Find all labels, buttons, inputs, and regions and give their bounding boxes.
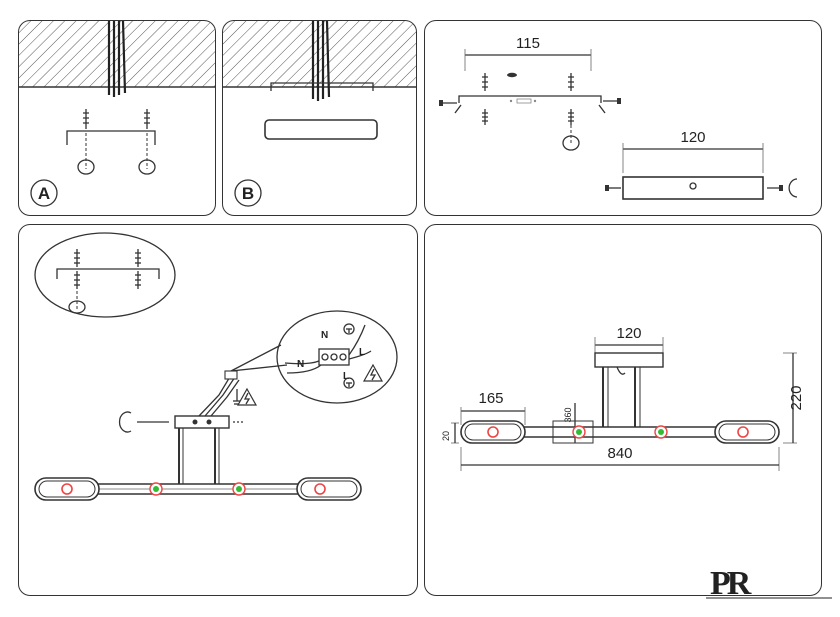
dim-ring-height-label: 20 bbox=[441, 431, 451, 441]
suspension-rods bbox=[602, 367, 641, 431]
ceiling-wires bbox=[198, 374, 240, 417]
panel-b-drawing: B bbox=[223, 21, 416, 207]
bubble-bracket bbox=[56, 249, 160, 314]
power-cables bbox=[311, 21, 331, 101]
wire-label-l1: L bbox=[359, 347, 365, 358]
logo-text: PR bbox=[710, 565, 752, 602]
ring-light-left bbox=[460, 420, 526, 444]
detail-bubble-screws bbox=[34, 232, 176, 318]
ceiling-canopy-outline bbox=[264, 119, 378, 140]
badge-b-label: B bbox=[242, 184, 254, 203]
joint-green-center bbox=[572, 425, 586, 439]
screw-icon-right bbox=[568, 73, 574, 91]
canopy-screw-left bbox=[605, 185, 621, 191]
horizontal-bar bbox=[88, 483, 320, 495]
warning-icon bbox=[362, 363, 384, 382]
panel-e-drawing: 120 220 360 165 20 bbox=[441, 325, 805, 471]
ring-light-left bbox=[34, 477, 100, 501]
suspension-rods bbox=[178, 428, 220, 489]
mounting-plate bbox=[174, 415, 230, 429]
dim-rod-label: 360 bbox=[563, 407, 573, 422]
ground-symbol-icon bbox=[343, 323, 355, 335]
panel-c-bracket-dimensions: 115 120 bbox=[424, 20, 822, 216]
panel-d-drawing: N L N L bbox=[34, 232, 398, 501]
center-joint bbox=[552, 420, 594, 444]
rotate-arrow-icon bbox=[68, 300, 86, 314]
wires bbox=[284, 324, 372, 374]
wire-label-l2: L bbox=[343, 371, 349, 382]
dimension-line-165: 165 bbox=[460, 390, 526, 425]
warning-icon bbox=[236, 387, 258, 406]
wire-label-n1: N bbox=[321, 330, 328, 341]
dim-120-label: 120 bbox=[680, 129, 705, 146]
panel-e-dimensions: 120 220 360 165 20 bbox=[424, 224, 822, 596]
dimension-line-120: 120 bbox=[622, 129, 764, 173]
joint-green-center bbox=[149, 482, 163, 496]
base-plate bbox=[594, 352, 664, 368]
badge-a-circle bbox=[30, 179, 58, 207]
rotate-arrow-icon bbox=[562, 135, 580, 151]
screw-head-icon bbox=[507, 72, 517, 78]
canopy-side-view bbox=[622, 176, 764, 200]
horizontal-bar bbox=[490, 426, 746, 438]
mounting-bracket-drawing bbox=[454, 95, 606, 114]
screw-icon-left bbox=[482, 73, 488, 91]
dimension-line-220: 220 bbox=[783, 352, 805, 444]
wire-label-n2: N bbox=[297, 359, 304, 370]
badge-b-circle bbox=[234, 179, 262, 207]
dim-height-label: 220 bbox=[788, 385, 805, 410]
brand-logo: PR bbox=[706, 565, 832, 602]
screw-icon-left bbox=[77, 109, 95, 175]
ceiling-hatch bbox=[19, 21, 215, 87]
dimension-line-840: 840 bbox=[460, 445, 780, 471]
canopy-screw-right bbox=[767, 185, 783, 191]
panel-c-drawing: 115 120 bbox=[439, 35, 798, 200]
side-screw-right bbox=[603, 98, 621, 104]
joint-green-right bbox=[654, 425, 668, 439]
side-screw-left bbox=[439, 100, 457, 106]
terminal-block bbox=[318, 348, 350, 366]
dimension-line-120: 120 bbox=[594, 325, 664, 353]
mounting-bracket-outline bbox=[270, 82, 374, 91]
connector bbox=[224, 370, 238, 380]
joint-green-right bbox=[232, 482, 246, 496]
screw-icon-right bbox=[138, 109, 156, 175]
power-cables bbox=[107, 21, 127, 97]
ground-symbol-icon bbox=[343, 377, 355, 389]
rotate-arrow-icon bbox=[788, 178, 798, 198]
panel-a-mounting-screws: A bbox=[18, 20, 216, 216]
badge-a-label: A bbox=[38, 184, 50, 203]
ring-light-right bbox=[296, 477, 362, 501]
dim-ring-label: 165 bbox=[478, 390, 503, 407]
ceiling-hatch bbox=[223, 21, 416, 87]
dim-115-label: 115 bbox=[516, 35, 540, 52]
lower-screw-left bbox=[482, 109, 488, 125]
mounting-bracket-outline bbox=[66, 130, 156, 145]
lower-screw-right bbox=[568, 109, 574, 125]
panel-b-ceiling-canopy: B bbox=[222, 20, 417, 216]
rotate-arrow-icon bbox=[118, 411, 132, 433]
dimension-line-115: 115 bbox=[464, 35, 592, 71]
detail-bubble-wiring bbox=[276, 310, 398, 404]
dimension-line-20: 20 bbox=[441, 422, 459, 444]
dim-base-label: 120 bbox=[616, 325, 641, 342]
canopy-screw-hole bbox=[689, 182, 697, 190]
panel-d-wiring: N L N L bbox=[18, 224, 418, 596]
panel-a-drawing: A bbox=[19, 21, 215, 207]
ring-light-right bbox=[714, 420, 780, 444]
dim-width-label: 840 bbox=[607, 445, 632, 462]
